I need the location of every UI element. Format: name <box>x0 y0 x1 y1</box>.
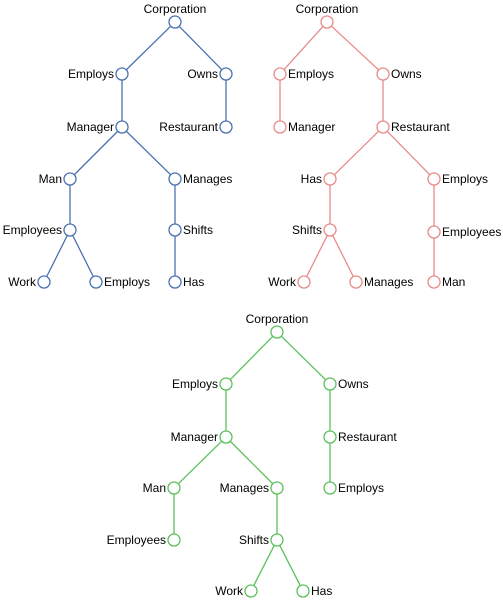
edge-manager-manages <box>229 440 274 485</box>
node-label-owns: Owns <box>391 67 422 81</box>
node-corporation <box>270 325 284 339</box>
node-employs-2 <box>323 481 337 495</box>
node-label-has: Has <box>183 275 204 289</box>
node-label-corporation: Corporation <box>246 312 309 326</box>
node-man <box>427 275 441 289</box>
node-restaurant <box>219 120 233 134</box>
node-restaurant <box>323 430 337 444</box>
node-employs <box>273 67 287 81</box>
edge-shifts-manages <box>332 235 354 277</box>
node-label-owns: Owns <box>338 377 369 391</box>
node-label-manager: Manager <box>288 120 335 134</box>
node-employs-2 <box>89 275 103 289</box>
node-label-restaurant: Restaurant <box>338 430 397 444</box>
node-label-man: Man <box>442 275 465 289</box>
edge-employees-work <box>46 235 68 277</box>
edge-shifts-work <box>253 545 275 586</box>
node-label-has: Has <box>301 172 322 186</box>
node-label-owns: Owns <box>187 67 218 81</box>
node-label-shifts: Shifts <box>183 223 213 237</box>
node-has <box>296 584 310 598</box>
node-manages <box>349 275 363 289</box>
node-label-shifts: Shifts <box>239 533 269 547</box>
node-employs-2 <box>427 172 441 186</box>
node-owns <box>376 67 390 81</box>
node-label-employees: Employees <box>442 225 501 239</box>
node-owns <box>219 67 233 81</box>
node-work <box>297 275 311 289</box>
node-manager <box>115 120 129 134</box>
node-work <box>37 275 51 289</box>
node-label-has: Has <box>311 584 332 598</box>
edge-corporation-employs <box>283 26 324 70</box>
edge-manager-manages <box>125 130 172 176</box>
node-label-work: Work <box>215 584 244 598</box>
node-label-restaurant: Restaurant <box>391 120 450 134</box>
node-label-employees: Employees <box>3 223 62 237</box>
node-label-employs: Employs <box>68 67 114 81</box>
node-manages <box>168 172 182 186</box>
node-man <box>63 172 77 186</box>
node-work <box>244 584 258 598</box>
edge-restaurant-employs-2 <box>386 130 431 176</box>
edge-employees-employs-2 <box>72 235 94 277</box>
node-label-corporation: Corporation <box>296 2 359 16</box>
node-label-manages: Manages <box>364 275 413 289</box>
node-shifts <box>168 223 182 237</box>
node-label-restaurant: Restaurant <box>159 120 218 134</box>
node-label-employs-2: Employs <box>338 481 384 495</box>
node-manager <box>219 430 233 444</box>
node-employs <box>115 67 129 81</box>
node-label-manages: Manages <box>183 172 232 186</box>
node-employs <box>219 377 233 391</box>
edge-corporation-employs <box>229 335 274 381</box>
node-label-employs-2: Employs <box>104 275 150 289</box>
node-restaurant <box>376 120 390 134</box>
node-label-work: Work <box>268 275 297 289</box>
node-corporation <box>320 15 334 29</box>
node-manager <box>273 120 287 134</box>
node-corporation <box>168 15 182 29</box>
node-employees <box>63 223 77 237</box>
edge-manager-man <box>177 440 223 485</box>
node-label-manages: Manages <box>220 481 269 495</box>
node-label-shifts: Shifts <box>292 223 322 237</box>
node-label-employees: Employees <box>107 533 166 547</box>
node-shifts <box>270 533 284 547</box>
edge-manager-man <box>73 130 119 176</box>
edge-shifts-work <box>306 235 328 277</box>
node-label-manager: Manager <box>67 120 114 134</box>
edge-restaurant-has <box>333 130 380 176</box>
edge-shifts-has <box>279 545 301 586</box>
node-label-employs: Employs <box>288 67 334 81</box>
node-has <box>168 275 182 289</box>
node-label-manager: Manager <box>171 430 218 444</box>
node-man <box>167 481 181 495</box>
node-label-corporation: Corporation <box>144 2 207 16</box>
node-label-work: Work <box>8 275 37 289</box>
node-label-employs: Employs <box>172 377 218 391</box>
edge-corporation-owns <box>280 335 327 381</box>
node-employees <box>167 533 181 547</box>
node-has <box>323 172 337 186</box>
node-manages <box>270 481 284 495</box>
edge-corporation-owns <box>330 25 380 71</box>
edge-corporation-employs <box>125 25 172 71</box>
node-owns <box>323 377 337 391</box>
node-label-employs-2: Employs <box>442 172 488 186</box>
node-shifts <box>323 223 337 237</box>
node-label-man: Man <box>143 481 166 495</box>
edge-corporation-owns <box>178 25 223 71</box>
node-label-man: Man <box>39 172 62 186</box>
node-employees <box>427 225 441 239</box>
